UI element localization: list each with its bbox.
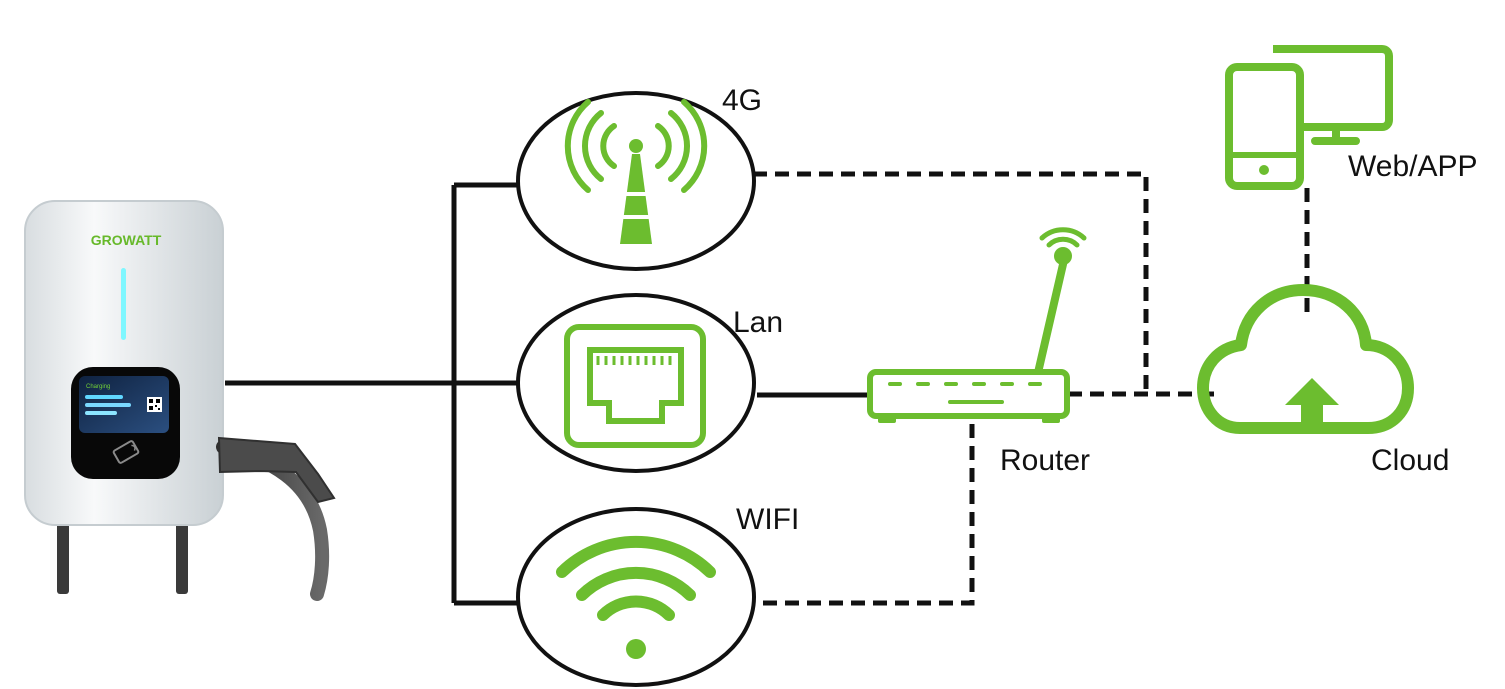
- dashed-connection-lines: [753, 171, 1310, 606]
- lan-ellipse: [516, 293, 756, 473]
- ev-charger: GROWATT Charging: [24, 200, 336, 601]
- cloud-icon: [1197, 284, 1414, 434]
- bus-connector-lines: [225, 182, 872, 606]
- router-right-foot: [1042, 413, 1060, 423]
- router-antenna-wave-2: [1039, 227, 1087, 241]
- growatt-logo: GROWATT: [91, 232, 162, 248]
- cloud-node: [1197, 284, 1414, 434]
- charger-led-strip: [121, 268, 126, 340]
- web-app-label: Web/APP: [1348, 150, 1478, 183]
- router-antenna: [1033, 256, 1068, 381]
- router-lights: [888, 382, 1042, 404]
- charger-screen-bar-2: [85, 403, 131, 407]
- router-body: [867, 369, 1070, 419]
- wifi-icon: [556, 535, 716, 659]
- monitor-stand-icon: [1311, 123, 1360, 145]
- 4g-node: [516, 91, 756, 271]
- charger-screen-bar-3: [85, 411, 117, 415]
- ethernet-port-icon: [564, 324, 706, 448]
- charger-right-stand: [176, 509, 188, 594]
- lan-label: Lan: [733, 306, 784, 339]
- router-antenna-tip: [1054, 247, 1072, 265]
- charger-left-stand: [57, 509, 69, 594]
- lan-node: [516, 293, 756, 473]
- router-antenna-wave-1: [1046, 236, 1080, 248]
- 4g-label: 4G: [722, 84, 763, 117]
- cell-tower-icon: [564, 99, 708, 244]
- router-label: Router: [1000, 444, 1091, 477]
- charging-gun: [217, 436, 336, 504]
- wifi-label: WIFI: [736, 503, 800, 536]
- 4g-to-cloud-dashed-line: [753, 171, 1149, 394]
- cloud-label: Cloud: [1371, 444, 1450, 477]
- charger-screen-status: Charging: [86, 384, 110, 390]
- cloud-upload-arrow-icon: [1285, 378, 1339, 434]
- charger-screen-bar-1: [85, 395, 123, 399]
- wifi-to-router-dashed-line: [763, 416, 975, 606]
- router-left-foot: [878, 413, 896, 423]
- qr-code-pattern: [149, 399, 160, 410]
- router-node: [867, 227, 1087, 423]
- web-app-node: [1225, 45, 1393, 190]
- smartphone-home-button: [1259, 165, 1269, 175]
- rfid-card-icon: [112, 440, 140, 464]
- monitor-icon: [1273, 45, 1393, 131]
- wifi-node: [516, 507, 756, 687]
